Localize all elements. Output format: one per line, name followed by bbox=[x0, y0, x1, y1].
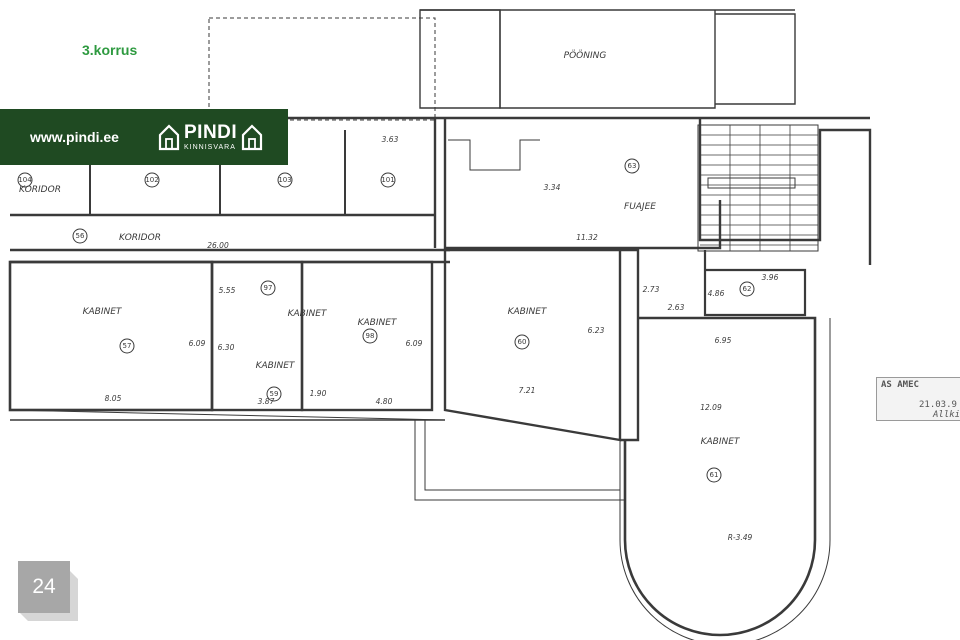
label-kabinet-59: KABINET bbox=[256, 361, 296, 371]
dim-3-96: 3.96 bbox=[762, 273, 779, 282]
dim-6-09-b: 6.09 bbox=[406, 339, 423, 348]
label-pooning: PÖÖNING bbox=[564, 50, 607, 61]
logo-name: PINDI bbox=[184, 122, 238, 143]
page-badge-shape bbox=[18, 561, 78, 621]
dim-3-34: 3.34 bbox=[544, 183, 561, 192]
dim-4-86: 4.86 bbox=[708, 289, 725, 298]
website-link[interactable]: www.pindi.ee bbox=[30, 129, 119, 145]
dim-1-90: 1.90 bbox=[310, 389, 327, 398]
dim-radius: R-3.49 bbox=[728, 533, 753, 542]
dim-12-09: 12.09 bbox=[700, 403, 722, 412]
dim-4-80: 4.80 bbox=[376, 397, 393, 406]
room-number-97: 97 bbox=[264, 284, 273, 292]
dim-11-32: 11.32 bbox=[576, 233, 598, 242]
dim-6-95: 6.95 bbox=[715, 336, 732, 345]
floor-label: 3.korrus bbox=[82, 42, 138, 58]
dim-6-23: 6.23 bbox=[588, 326, 605, 335]
label-kabinet-57: KABINET bbox=[83, 307, 123, 317]
stamp-date: 21.03.9 bbox=[919, 400, 957, 410]
house-icon-right bbox=[242, 124, 263, 151]
dim-3-87: 3.87 bbox=[258, 397, 275, 406]
room-number-63: 63 bbox=[628, 162, 637, 170]
room-number-57: 57 bbox=[123, 342, 132, 350]
page-number-badge: 24 bbox=[18, 561, 78, 621]
dim-2-73: 2.73 bbox=[643, 285, 660, 294]
label-kabinet-61: KABINET bbox=[701, 437, 741, 447]
room-number-98: 98 bbox=[366, 332, 375, 340]
dim-26-00: 26.00 bbox=[207, 241, 229, 250]
stamp-signature: Allkiri bbox=[933, 410, 960, 420]
room-number-59: 59 bbox=[270, 390, 279, 398]
label-kabinet-60: KABINET bbox=[508, 307, 548, 317]
label-koridor-north: KORIDOR bbox=[19, 185, 61, 195]
dim-3-63: 3.63 bbox=[382, 135, 399, 144]
page-number: 24 bbox=[32, 575, 56, 598]
dim-2-63: 2.63 bbox=[668, 303, 685, 312]
dim-7-21: 7.21 bbox=[519, 386, 536, 395]
room-number-62: 62 bbox=[743, 285, 752, 293]
approval-stamp: AS AMEC 21.03.9 Allkiri bbox=[876, 377, 960, 421]
room-number-56: 56 bbox=[76, 232, 85, 240]
label-kabinet-98: KABINET bbox=[358, 318, 398, 328]
pindi-logo: PINDI KINNISVARA bbox=[158, 123, 263, 151]
pindi-banner: www.pindi.ee PINDI KINNISVARA bbox=[0, 109, 288, 165]
room-number-61: 61 bbox=[710, 471, 719, 479]
room-number-103: 103 bbox=[278, 176, 291, 184]
label-fuajee: FUAJEE bbox=[624, 202, 656, 212]
dim-6-09-a: 6.09 bbox=[189, 339, 206, 348]
dim-5-55: 5.55 bbox=[219, 286, 236, 295]
room-number-60: 60 bbox=[518, 338, 527, 346]
label-kabinet-97: KABINET bbox=[288, 309, 328, 319]
stamp-company: AS AMEC bbox=[881, 380, 919, 390]
room-number-101: 101 bbox=[381, 176, 394, 184]
house-icon bbox=[158, 124, 180, 151]
label-koridor-main: KORIDOR bbox=[119, 233, 161, 243]
logo-sub: KINNISVARA bbox=[184, 144, 236, 151]
room-number-104: 104 bbox=[18, 176, 32, 184]
dim-6-30: 6.30 bbox=[218, 343, 235, 352]
room-number-102: 102 bbox=[145, 176, 158, 184]
dim-8-05: 8.05 bbox=[105, 394, 122, 403]
